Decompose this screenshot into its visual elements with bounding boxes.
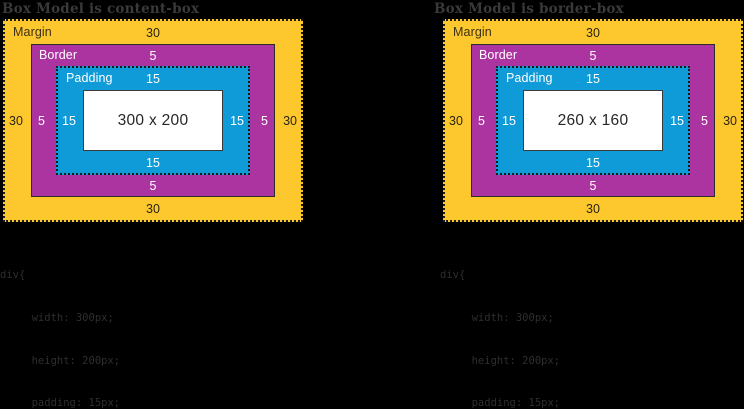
padding-top-value: 15 (586, 72, 600, 86)
border-left-value: 5 (478, 113, 485, 128)
border-right-value: 5 (261, 113, 268, 128)
padding-top-value: 15 (146, 72, 160, 86)
code-line: height: 200px; (440, 354, 561, 367)
code-line: div{ (440, 269, 466, 282)
margin-label: Margin (13, 25, 52, 39)
box-model-diagram-content-box: Margin 30 30 30 30 Border 5 5 5 5 Paddin… (3, 19, 303, 222)
border-bottom-value: 5 (589, 178, 597, 193)
border-right-value: 5 (701, 113, 708, 128)
margin-region: Margin 30 30 30 30 Border 5 5 5 5 Paddin… (3, 19, 303, 222)
padding-right-value: 15 (670, 113, 684, 128)
panel-border-box: Box Model is border-box Margin 30 30 30 … (372, 0, 744, 409)
border-region: Border 5 5 5 5 Padding 15 15 15 15 260 x… (471, 44, 715, 197)
panel-content-box: Box Model is content-box Margin 30 30 30… (0, 1, 303, 409)
box-model-diagram-border-box: Margin 30 30 30 30 Border 5 5 5 5 Paddin… (443, 19, 743, 222)
code-snippet-border-box: div{ width: 300px; height: 200px; paddin… (440, 240, 668, 409)
padding-bottom-value: 15 (586, 155, 600, 170)
margin-top-value: 30 (586, 26, 600, 40)
border-left-value: 5 (38, 113, 45, 128)
margin-label: Margin (453, 25, 492, 39)
border-label: Border (479, 48, 518, 62)
margin-right-value: 30 (723, 113, 737, 128)
border-top-value: 5 (589, 49, 597, 63)
border-label: Border (39, 48, 78, 62)
padding-region: Padding 15 15 15 15 260 x 160 (496, 66, 690, 175)
padding-bottom-value: 15 (146, 155, 160, 170)
padding-right-value: 15 (230, 113, 244, 128)
code-line: padding: 15px; (440, 397, 561, 409)
code-line: width: 300px; (440, 312, 554, 325)
margin-bottom-value: 30 (586, 201, 600, 216)
code-line: padding: 15px; (0, 397, 121, 409)
padding-label: Padding (506, 71, 553, 85)
page-title-border-box: Box Model is border-box (434, 1, 624, 17)
margin-right-value: 30 (283, 113, 297, 128)
code-line: height: 200px; (0, 354, 121, 367)
content-region: 300 x 200 (83, 90, 223, 151)
margin-top-value: 30 (146, 26, 160, 40)
border-region: Border 5 5 5 5 Padding 15 15 15 15 300 x… (31, 44, 275, 197)
code-snippet-content-box: div{ width: 300px; height: 200px; paddin… (0, 240, 234, 409)
code-line: div{ (0, 269, 26, 282)
border-top-value: 5 (149, 49, 157, 63)
margin-left-value: 30 (449, 113, 463, 128)
margin-region: Margin 30 30 30 30 Border 5 5 5 5 Paddin… (443, 19, 743, 222)
content-size-value: 260 x 160 (557, 111, 629, 129)
content-size-value: 300 x 200 (117, 111, 189, 129)
content-region: 260 x 160 (523, 90, 663, 151)
code-line: width: 300px; (0, 312, 114, 325)
page-title-content-box: Box Model is content-box (2, 1, 200, 17)
padding-left-value: 15 (62, 113, 76, 128)
padding-label: Padding (66, 71, 113, 85)
padding-left-value: 15 (502, 113, 516, 128)
padding-region: Padding 15 15 15 15 300 x 200 (56, 66, 250, 175)
border-bottom-value: 5 (149, 178, 157, 193)
margin-bottom-value: 30 (146, 201, 160, 216)
margin-left-value: 30 (9, 113, 23, 128)
